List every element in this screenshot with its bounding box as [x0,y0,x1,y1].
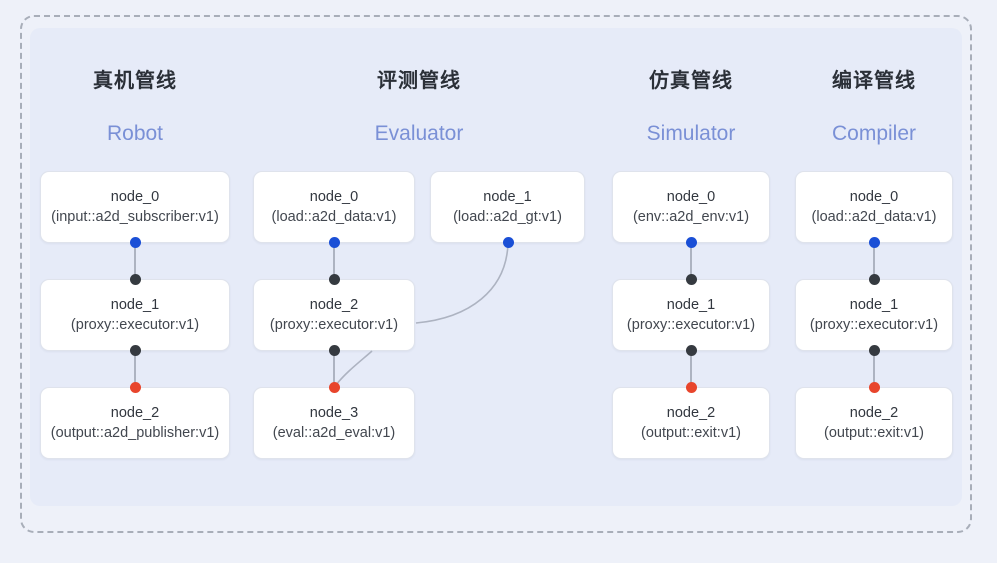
column-title-cn: 真机管线 [93,70,177,92]
node-signature: (output::exit:v1) [641,424,741,441]
pipeline-node[interactable]: node_2 (output::exit:v1) [795,387,953,459]
node-name: node_0 [849,188,899,205]
node-input-port-icon[interactable] [868,273,880,285]
node-name: node_1 [849,296,899,313]
node-name: node_0 [110,188,160,205]
node-name: node_0 [666,188,716,205]
node-name: node_2 [849,404,899,421]
pipeline-node[interactable]: node_1 (proxy::executor:v1) [795,279,953,351]
node-signature: (proxy::executor:v1) [70,316,200,333]
node-signature: (load::a2d_data:v1) [811,208,937,225]
node-name: node_1 [483,188,532,205]
node-name: node_3 [309,404,359,421]
edge-line [690,242,692,279]
node-output-port-icon[interactable] [129,344,141,356]
node-name: node_1 [666,296,716,313]
pipeline-node[interactable]: node_2 (output::a2d_publisher:v1) [40,387,230,459]
pipeline-node[interactable]: node_0 (load::a2d_data:v1) [795,171,953,243]
edge-line [690,350,692,387]
edge-line [333,350,335,387]
node-signature: (load::a2d_data:v1) [271,208,397,225]
column-title-en: Evaluator [374,122,464,145]
node-signature: (proxy::executor:v1) [809,316,939,333]
edge-line [873,350,875,387]
column-title-cn: 评测管线 [377,70,461,92]
node-output-port-icon[interactable] [685,236,697,248]
node-input-port-icon[interactable] [685,381,697,393]
node-output-port-icon[interactable] [328,236,340,248]
node-output-port-icon[interactable] [685,344,697,356]
column-title-en: Simulator [646,122,736,145]
node-signature: (output::exit:v1) [824,424,924,441]
node-signature: (eval::a2d_eval:v1) [272,424,396,441]
column-title-en: Compiler [831,122,917,145]
node-output-port-icon[interactable] [868,344,880,356]
node-output-port-icon[interactable] [129,236,141,248]
node-output-port-icon[interactable] [868,236,880,248]
pipeline-column-evaluator: 评测管线 Evaluator [253,28,585,506]
pipeline-column-compiler: 编译管线 Compiler [795,28,953,506]
node-signature: (output::a2d_publisher:v1) [50,424,220,441]
pipeline-node[interactable]: node_2 (output::exit:v1) [612,387,770,459]
node-input-port-icon[interactable] [328,273,340,285]
node-signature: (proxy::executor:v1) [626,316,756,333]
node-input-port-icon[interactable] [129,273,141,285]
node-output-port-icon[interactable] [328,344,340,356]
node-name: node_1 [110,296,160,313]
node-input-port-icon[interactable] [129,381,141,393]
edge-line [134,242,136,279]
node-signature: (input::a2d_subscriber:v1) [51,208,219,225]
pipeline-column-robot: 真机管线 Robot [40,28,230,506]
pipeline-node[interactable]: node_3 (eval::a2d_eval:v1) [253,387,415,459]
node-name: node_2 [309,296,359,313]
edge-line [134,350,136,387]
node-signature: (load::a2d_gt:v1) [453,208,562,225]
pipeline-node[interactable]: node_1 (proxy::executor:v1) [40,279,230,351]
pipeline-node[interactable]: node_0 (env::a2d_env:v1) [612,171,770,243]
node-name: node_2 [666,404,716,421]
column-title-en: Robot [106,122,164,145]
node-name: node_0 [309,188,359,205]
node-input-port-icon[interactable] [328,381,340,393]
node-signature: (proxy::executor:v1) [269,316,399,333]
node-signature: (env::a2d_env:v1) [632,208,750,225]
column-title-cn: 编译管线 [832,70,916,92]
column-title-cn: 仿真管线 [649,70,733,92]
pipeline-node[interactable]: node_0 (load::a2d_data:v1) [253,171,415,243]
pipeline-node[interactable]: node_2 (proxy::executor:v1) [253,279,415,351]
node-name: node_2 [110,404,160,421]
pipeline-node[interactable]: node_0 (input::a2d_subscriber:v1) [40,171,230,243]
dashed-boundary-frame [20,15,972,533]
pipeline-node[interactable]: node_1 (load::a2d_gt:v1) [430,171,585,243]
node-input-port-icon[interactable] [868,381,880,393]
pipeline-column-simulator: 仿真管线 Simulator [612,28,770,506]
edge-line [873,242,875,279]
pipeline-node[interactable]: node_1 (proxy::executor:v1) [612,279,770,351]
node-output-port-icon[interactable] [502,236,514,248]
edge-line [333,242,335,279]
node-input-port-icon[interactable] [685,273,697,285]
